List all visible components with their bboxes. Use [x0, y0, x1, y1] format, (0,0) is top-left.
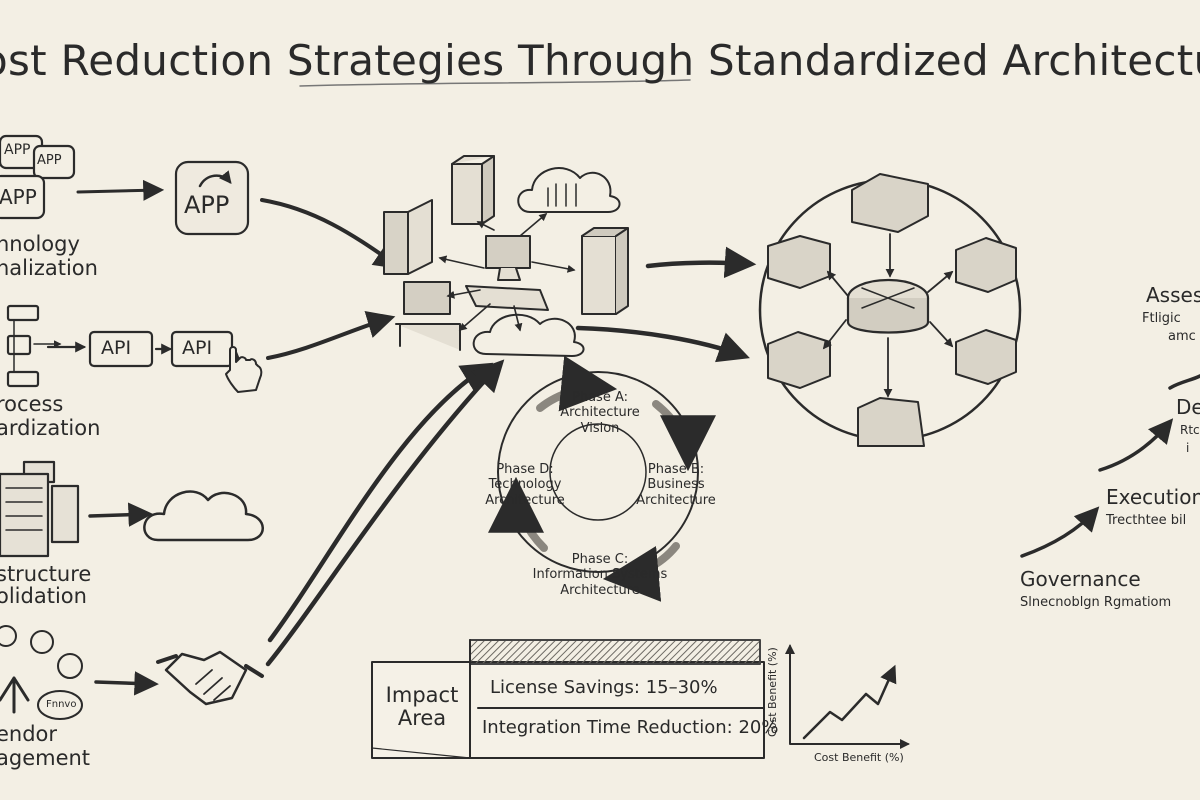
- maturity-step-assess: Asses: [1146, 283, 1200, 307]
- arrow-vendors-to-handshake: [94, 671, 159, 696]
- app-tile-label: APP: [4, 142, 31, 158]
- app-tile-label: APP: [37, 153, 62, 168]
- arrow-vendor-to-hub: [265, 359, 505, 667]
- strategy-label: olidation: [0, 584, 87, 608]
- app-result-label: APP: [184, 191, 230, 219]
- strategy-label: rocess: [0, 392, 64, 416]
- strategy-label: agement: [0, 746, 91, 770]
- cloud-icon: [143, 490, 264, 542]
- strategy-label: structure: [0, 562, 92, 586]
- strategy-label: nalization: [0, 256, 98, 280]
- api-box-1: [88, 330, 154, 368]
- mini-chart-y-label: Cost Benefit (%): [765, 647, 779, 737]
- maturity-step-design-desc2: i: [1186, 441, 1190, 455]
- strategy-label: ardization: [0, 416, 101, 440]
- impact-area-header: Impact Area: [385, 683, 459, 731]
- impact-area-table: [371, 639, 765, 759]
- maturity-step-design: De: [1176, 395, 1200, 419]
- impact-row-integration: Integration Time Reduction: 20%: [482, 717, 779, 738]
- title-underline: [299, 79, 691, 87]
- api-label: API: [101, 337, 132, 359]
- arrow-hub-to-network-bottom: [575, 325, 750, 363]
- app-tile-label: APP: [0, 185, 37, 209]
- maturity-step-assess-desc: Ftligic: [1142, 311, 1181, 326]
- arrow-app-to-servers: [260, 198, 403, 270]
- page-title: ost Reduction Strategies Through Standar…: [0, 36, 1200, 85]
- arrow-api-to-servers: [266, 311, 396, 360]
- maturity-step-assess-desc2: amc: [1168, 329, 1196, 344]
- arrow-hub-to-network-top: [645, 246, 757, 279]
- arrow-infra-to-hub: [267, 362, 494, 643]
- api-label: API: [182, 337, 213, 359]
- app-stack-icon: [0, 134, 76, 220]
- cost-benefit-mini-chart: [785, 644, 910, 749]
- app-icon: [174, 160, 250, 236]
- maturity-step-governance-desc: Slnecnoblgn Rgmatiom: [1020, 595, 1172, 610]
- server-rack-icon: [0, 460, 80, 558]
- central-infrastructure-icon: [383, 155, 629, 357]
- maturity-step-execution-desc: Trecthtee bil: [1106, 513, 1187, 528]
- hub-connection-arrows: [438, 212, 576, 332]
- standardized-network-diagram: [758, 173, 1022, 447]
- strategy-label: endor: [0, 722, 58, 746]
- arrow-apps-to-app: [76, 179, 165, 201]
- mini-chart-x-label: Cost Benefit (%): [814, 751, 904, 764]
- vendor-logos-icon: [0, 625, 83, 720]
- vendor-logo-text: Fnnvo: [46, 699, 77, 710]
- maturity-progression-arrows: [1020, 374, 1200, 558]
- handshake-icon: [156, 650, 264, 706]
- maturity-step-execution: Execution: [1106, 485, 1200, 509]
- togaf-adm-cycle: [488, 355, 716, 602]
- impact-row-license: License Savings: 15–30%: [490, 677, 718, 698]
- maturity-step-governance: Governance: [1020, 567, 1141, 591]
- hand-pointer-icon: [225, 346, 263, 393]
- arrow-servers-to-cloud: [88, 502, 153, 527]
- strategy-label: hnology: [0, 232, 80, 256]
- maturity-step-design-desc: Rtc: [1180, 423, 1200, 437]
- process-flow-icon: [6, 304, 62, 388]
